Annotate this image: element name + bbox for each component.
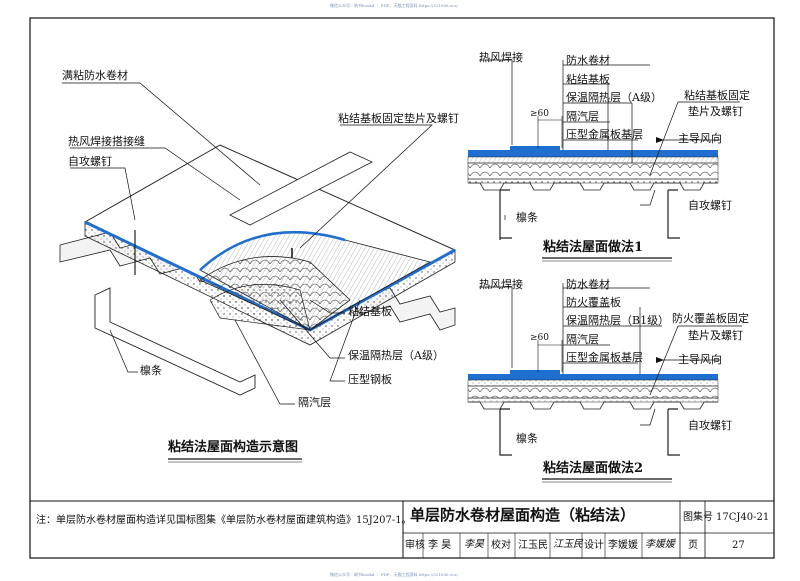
- s2-layer-4: 隔汽层: [566, 333, 599, 346]
- s2-fix-label-1: 防火覆盖板固定: [672, 312, 749, 325]
- atlas-number: 17CJ40-21: [716, 512, 770, 523]
- caption-method1: 粘结法屋面做法1: [543, 240, 644, 255]
- s2-layer-3: 保温隔热层（B1级）: [566, 314, 670, 327]
- label-self-tap-screw: 自攻螺钉: [68, 155, 112, 168]
- atlas-label: 图集号: [683, 512, 713, 523]
- reviewer-name: 李 昊: [428, 540, 452, 551]
- page-label: 页: [688, 540, 698, 551]
- page-number: 27: [732, 540, 745, 551]
- s1-layer-5: 压型金属板基层: [566, 128, 643, 141]
- watermark-top: 微信公众号：筑书bookd ｜ PDF、天猫工程资料 https://32100…: [330, 3, 458, 8]
- checker-name: 江玉民: [518, 540, 548, 551]
- purlin-perspective: [94, 287, 256, 396]
- label-vapor-barrier: 隔汽层: [298, 396, 331, 409]
- s2-layer-5: 压型金属板基层: [566, 351, 643, 364]
- label-hot-air-seam: 热风焊接搭接缝: [68, 135, 145, 148]
- s1-layer-3: 保温隔热层（A级）: [566, 91, 662, 104]
- label-steel-deck: 压型钢板: [348, 373, 392, 386]
- title-block: [30, 500, 774, 558]
- caption-perspective: 粘结法屋面构造示意图: [168, 440, 299, 455]
- vapor-cutaway: [209, 284, 311, 331]
- s2-screw: 自攻螺钉: [688, 419, 732, 432]
- s1-purlin-right: [667, 189, 680, 239]
- s2-purlin-left: [499, 408, 512, 456]
- s2-dim: ≥60: [530, 333, 549, 343]
- check-label: 校对: [491, 540, 511, 551]
- s1-dim: ≥60: [530, 109, 549, 119]
- s1-purlin-left: [499, 189, 512, 240]
- label-membrane-full: 满粘防水卷材: [62, 69, 128, 82]
- section-1: [467, 59, 740, 240]
- s2-fix-label-2: 垫片及螺钉: [688, 329, 743, 342]
- s2-purlin: 檩条: [516, 432, 538, 445]
- designer-name: 李媛媛: [608, 540, 638, 551]
- label-base-board: 粘结基板: [348, 305, 392, 318]
- s1-layer-1: 防水卷材: [566, 54, 610, 67]
- s2-hot-air-weld: 热风焊接: [479, 278, 523, 291]
- overlap-seam: [229, 151, 373, 226]
- checker-signature: 江玉民: [553, 539, 583, 550]
- s1-purlin: 檩条: [516, 211, 538, 224]
- s2-layer-2: 防火覆盖板: [566, 296, 621, 309]
- designer-signature: 李媛媛: [645, 539, 675, 550]
- watermark-bottom: 微信公众号：筑书bookd ｜ PDF、天猫工程资料 https://32100…: [330, 572, 458, 577]
- s1-membrane: [468, 150, 718, 157]
- s1-layer-2: 粘结基板: [566, 73, 610, 86]
- section-2: [467, 283, 742, 456]
- s1-screw: 自攻螺钉: [688, 199, 732, 212]
- design-label: 设计: [584, 540, 604, 551]
- label-base-board-fix: 粘结基板固定垫片及螺钉: [338, 112, 459, 125]
- s1-fix-label-2: 垫片及螺钉: [688, 105, 743, 118]
- s2-membrane: [468, 374, 718, 380]
- review-label: 审核: [405, 540, 425, 551]
- s1-layer-4: 隔汽层: [566, 110, 599, 123]
- s1-fix-label-1: 粘结基板固定: [684, 89, 750, 102]
- reviewer-signature: 李昊: [464, 539, 484, 550]
- caption-method2: 粘结法屋面做法2: [543, 461, 644, 476]
- s2-layer-1: 防水卷材: [566, 278, 610, 291]
- s1-wind: 主导风向: [678, 132, 722, 145]
- s1-hot-air-weld: 热风焊接: [479, 51, 523, 64]
- s2-wind: 主导风向: [678, 353, 722, 366]
- footnote: 注：单层防水卷材屋面构造详见国标图集《单层防水卷材屋面建筑构造》15J207-1…: [36, 515, 412, 526]
- sheet-frame: [29, 17, 775, 559]
- s2-purlin-right: [667, 408, 680, 456]
- label-purlin: 檩条: [140, 364, 162, 377]
- perspective-drawing: [59, 82, 457, 405]
- drawing-title: 单层防水卷材屋面构造（粘结法）: [410, 506, 636, 524]
- label-insulation: 保温隔热层（A级）: [348, 349, 444, 362]
